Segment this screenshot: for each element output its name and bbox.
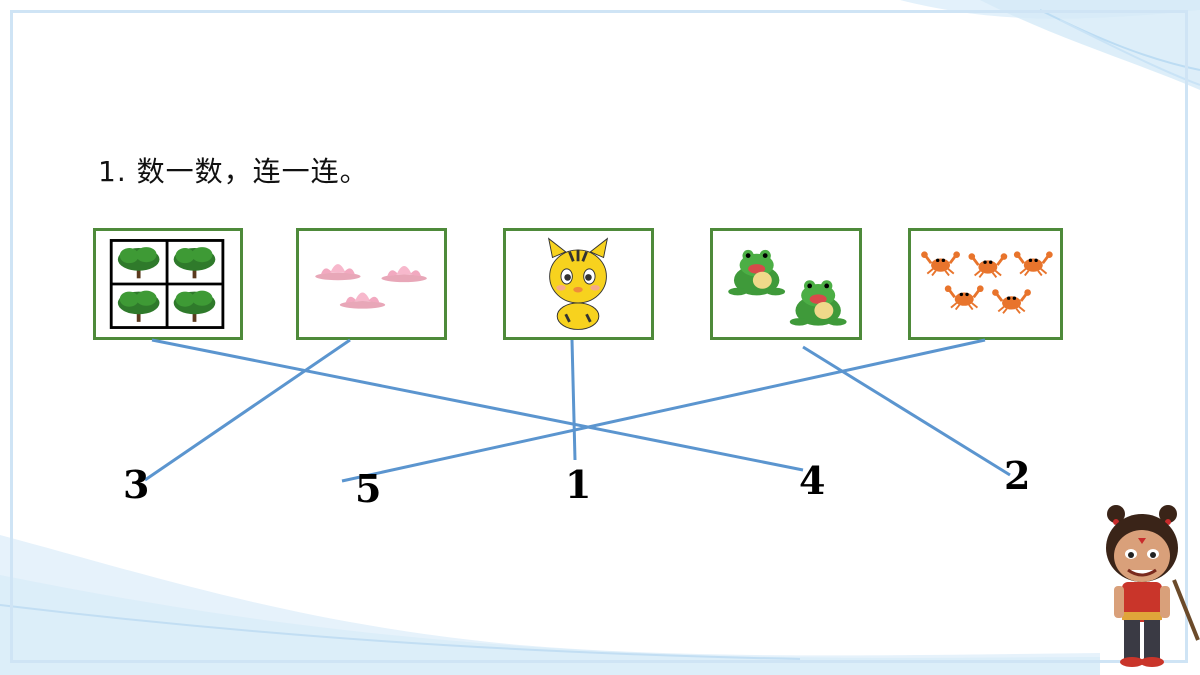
- frog-icon: [728, 249, 847, 326]
- cartoon-character-illustration: [1106, 505, 1200, 667]
- card-tiger: [503, 228, 654, 340]
- card-crabs: [908, 228, 1063, 340]
- crab-icon: [919, 249, 1055, 315]
- tree-icon: [109, 239, 225, 329]
- slide-frame: [10, 10, 1188, 663]
- number-5: 5: [355, 466, 382, 511]
- card-frogs: [710, 228, 862, 340]
- tiger-icon: [547, 237, 609, 330]
- number-1: 1: [565, 462, 592, 507]
- card-trees: [93, 228, 243, 340]
- number-4: 4: [799, 458, 826, 503]
- number-2: 2: [1004, 453, 1031, 498]
- question-title: 1. 数一数，连一连。: [98, 155, 369, 188]
- card-lotus: [296, 228, 447, 340]
- number-3: 3: [123, 462, 150, 507]
- bottom-wave-decoration: [0, 535, 1100, 675]
- lotus-icon: [315, 264, 427, 309]
